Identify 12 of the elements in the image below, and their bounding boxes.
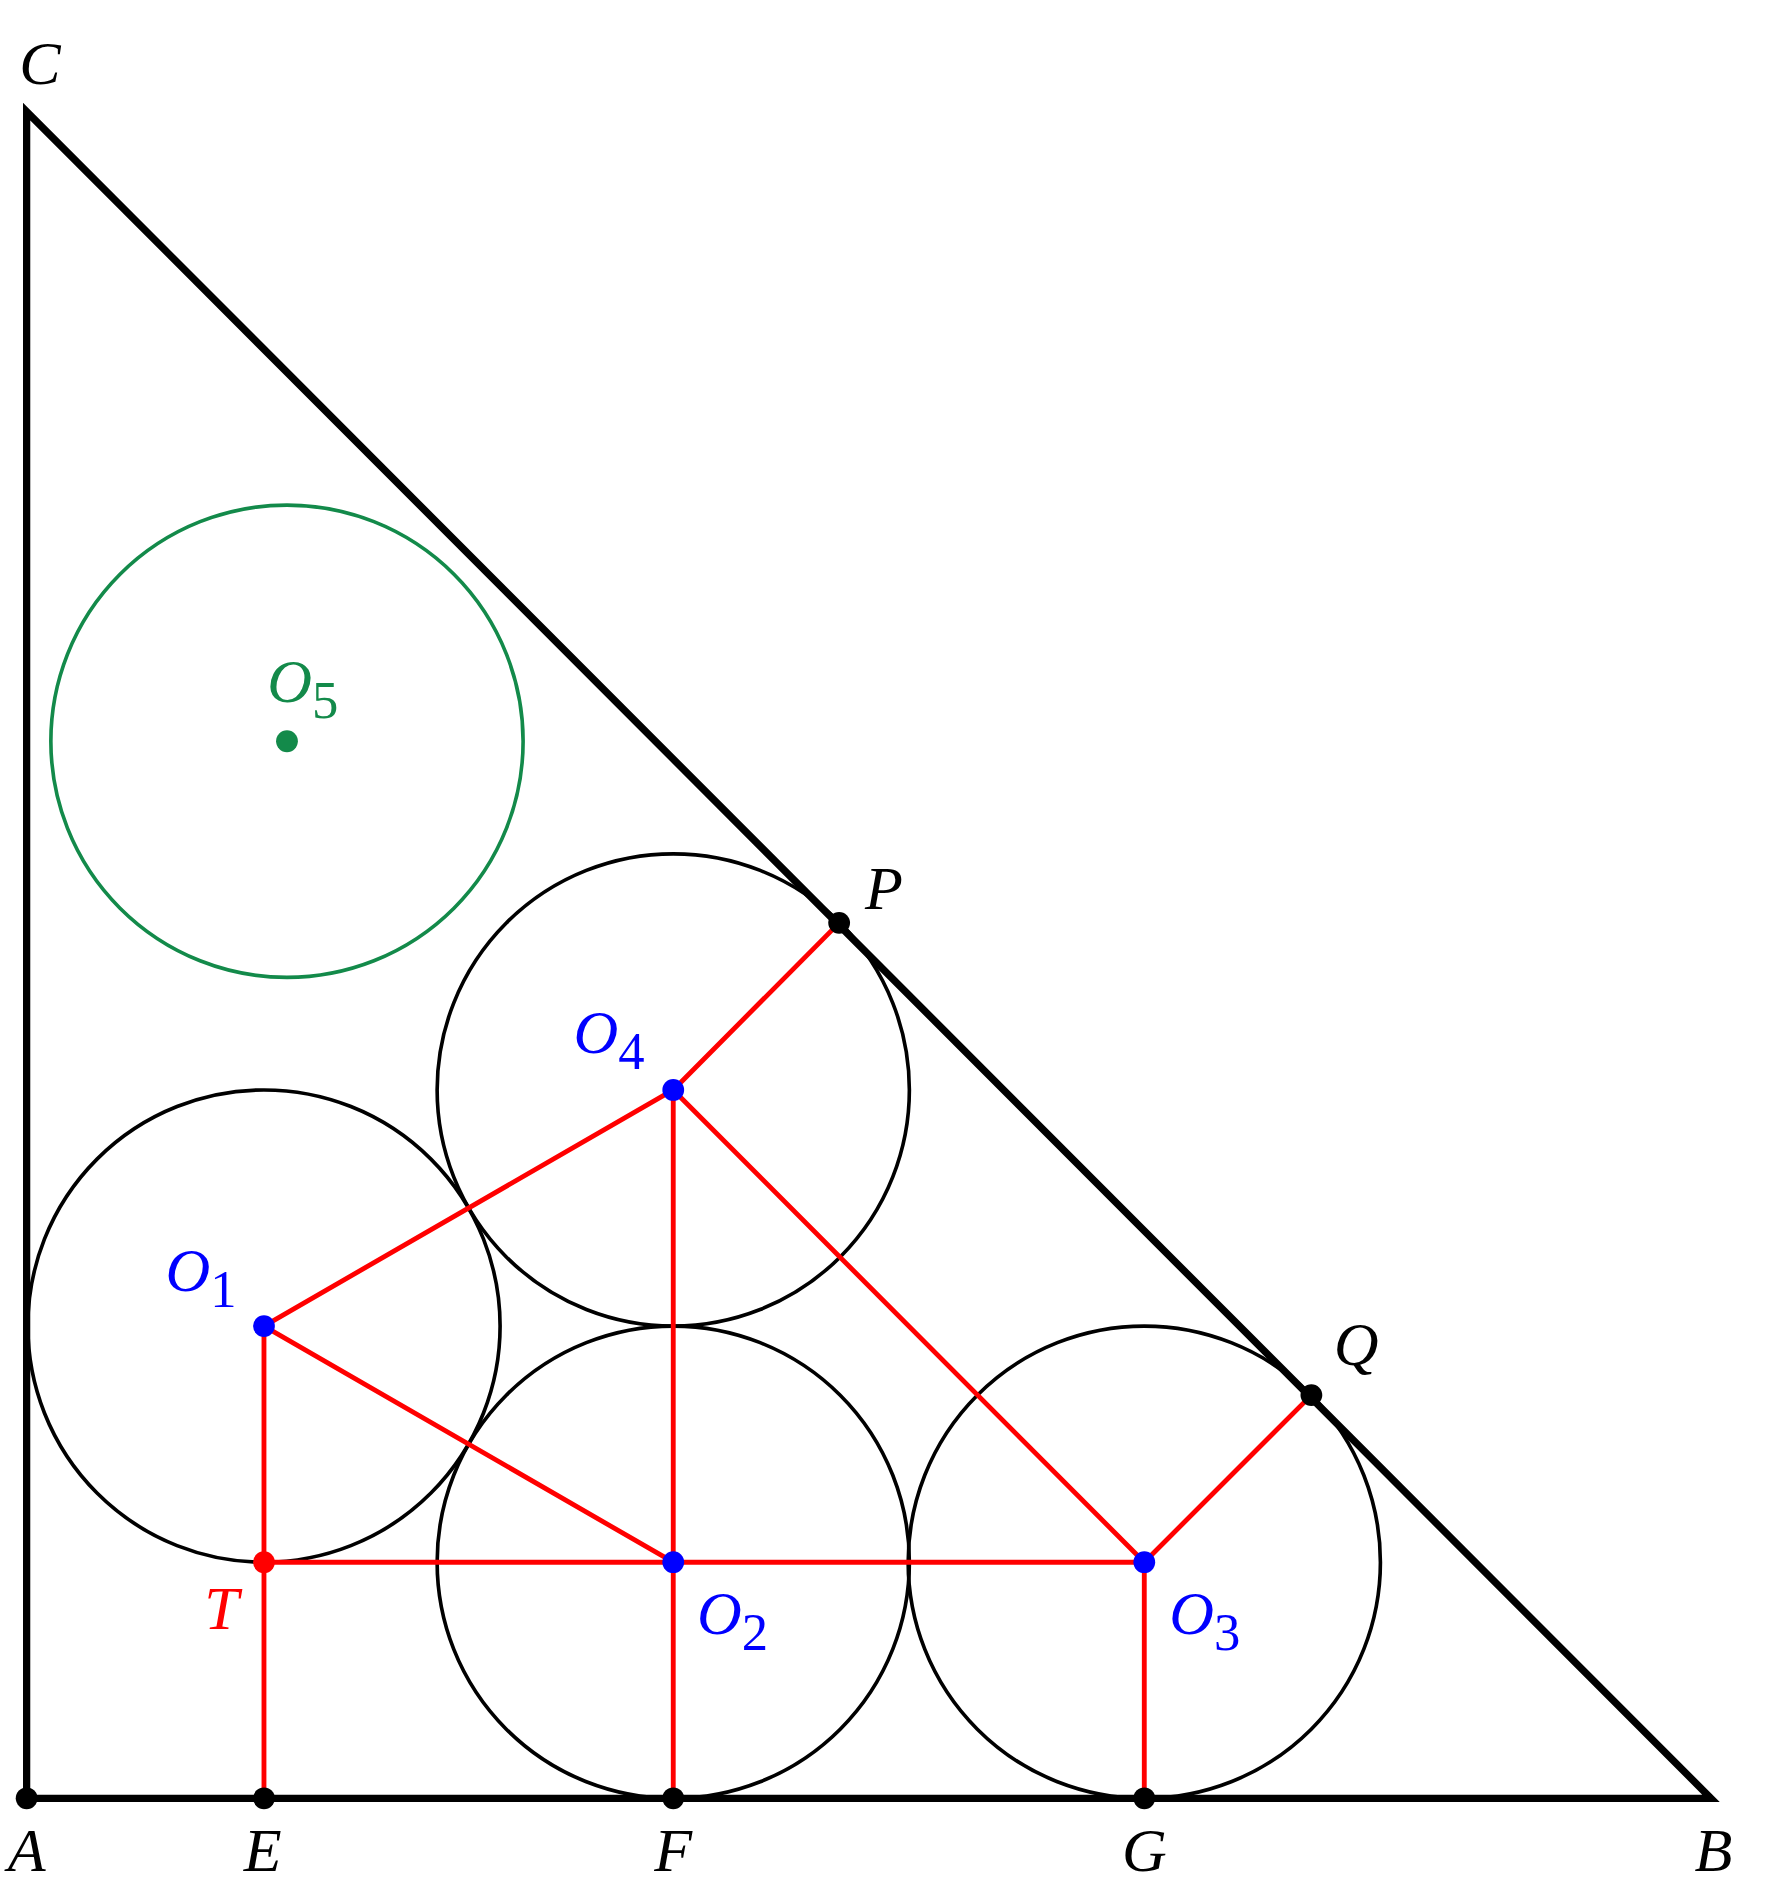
point-label: C bbox=[19, 31, 61, 94]
point-label: P bbox=[865, 856, 903, 919]
point-label: O$_{3}$ bbox=[1169, 1581, 1241, 1659]
point-label: G bbox=[1121, 1819, 1167, 1882]
point-label: O$_{4}$ bbox=[573, 1000, 645, 1078]
point-label: O$_{5}$ bbox=[267, 649, 339, 727]
point-label: O$_{1}$ bbox=[165, 1239, 237, 1316]
point-label: F bbox=[654, 1819, 693, 1882]
point-label: O$_{2}$ bbox=[697, 1581, 769, 1659]
point-label: B bbox=[1694, 1819, 1733, 1882]
point-label: E bbox=[243, 1819, 282, 1882]
point-label: Q bbox=[1333, 1313, 1379, 1376]
